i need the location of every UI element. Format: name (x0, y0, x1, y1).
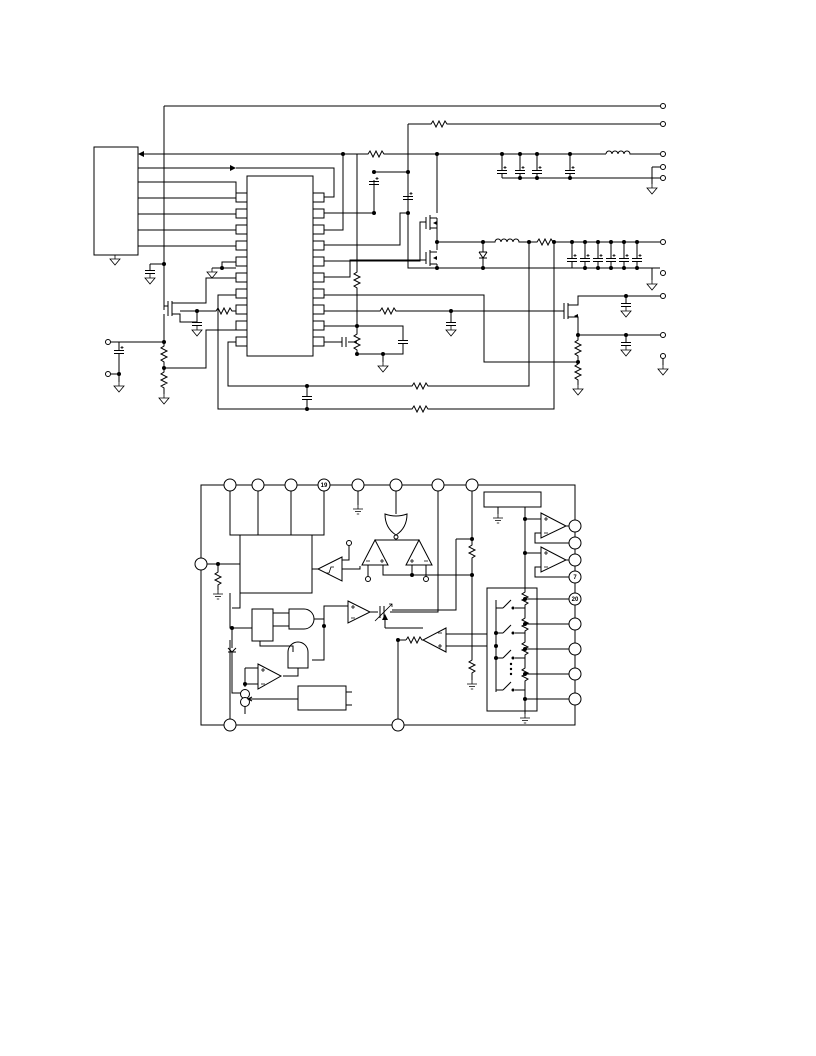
ladder-resistors (520, 588, 569, 711)
controller-block (93, 146, 139, 256)
pin-circle (194, 557, 208, 571)
application-circuit (93, 103, 669, 414)
logic-block (239, 534, 313, 594)
ground-symbol (109, 254, 121, 266)
pin-circle (284, 478, 298, 492)
mosfet-aux (560, 295, 626, 335)
pin-circle (568, 519, 582, 533)
schottky-diode (478, 242, 488, 268)
pin-circle (431, 478, 445, 492)
output-buffer (540, 512, 568, 539)
dac-buffer-amp (421, 627, 447, 653)
pin-circle (568, 553, 582, 567)
pin-circle (568, 667, 582, 681)
mosfet-high (324, 154, 438, 262)
nor-gate (384, 513, 408, 536)
functional-block-diagram: 19 7 20 (194, 478, 582, 732)
reference-block (483, 491, 542, 508)
pin-circle (568, 617, 582, 631)
output-buffer (540, 546, 568, 573)
pin-label: 7 (573, 575, 577, 581)
pin-circle (568, 536, 582, 550)
pin-circle (223, 478, 237, 492)
comparator (405, 538, 433, 566)
bias-block (297, 685, 347, 711)
pin-circle (223, 718, 237, 732)
current-sense-amp (257, 663, 283, 690)
and-gate (288, 608, 315, 630)
ladder-switches (494, 599, 525, 692)
output-terminal (660, 121, 666, 127)
output-capacitor-bank (566, 240, 643, 270)
pin-circle (568, 692, 582, 706)
output-terminal (660, 103, 666, 109)
pin-label: 20 (572, 597, 579, 603)
pin-circle (389, 478, 403, 492)
mosfet-low (324, 242, 438, 278)
ic-pins-left (235, 192, 248, 347)
pin-circle (351, 478, 365, 492)
pin-circle (465, 478, 479, 492)
pin-circle (251, 478, 265, 492)
pin-circle (568, 642, 582, 656)
error-amplifier (347, 600, 372, 624)
inductor (605, 150, 660, 155)
ic-pins-right (312, 192, 325, 347)
main-ic (246, 175, 314, 357)
pin-label: 19 (321, 483, 328, 489)
flip-flop (251, 608, 274, 642)
pin-circle (391, 718, 405, 732)
reference-source (379, 606, 385, 618)
comparator (361, 538, 389, 566)
